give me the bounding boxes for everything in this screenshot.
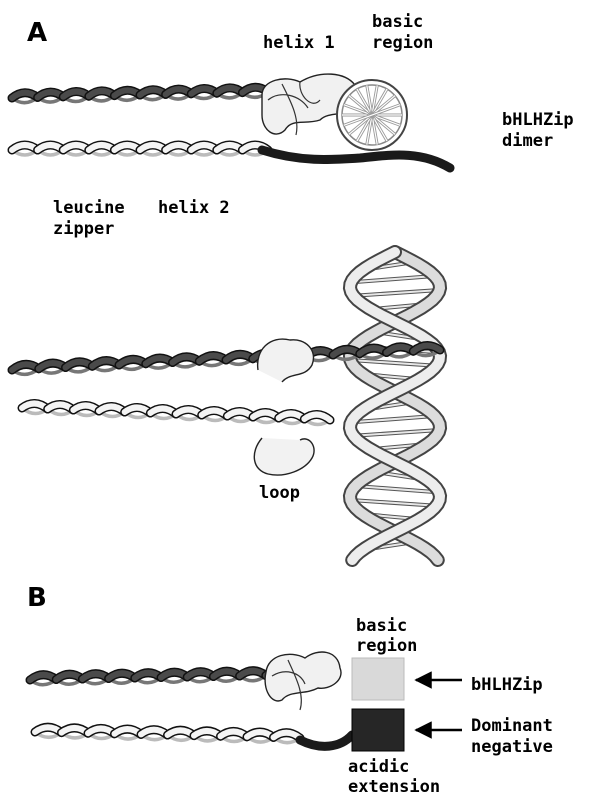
label-helix-2: helix 2 [158,198,230,218]
label-basic-region-a-line2: region [372,33,433,53]
loop-ribbons [254,339,314,475]
label-leucine-zipper-line1: leucine [53,198,125,218]
dna-bound-dimer-structure [12,252,440,560]
lower-helix-end [262,150,450,168]
label-dominant-negative-line2: negative [471,737,553,757]
acidic-extension-box [352,709,404,751]
dna-double-helix [350,252,440,560]
label-dominant-negative-line1: Dominant [471,716,553,736]
dark-helix-top [12,87,268,102]
panel-a-letter: A [27,18,47,48]
free-dimer-structure [12,74,450,168]
label-loop: loop [259,483,300,503]
label-basic-region-b-line2: region [356,636,417,656]
label-basic-region-a-line1: basic [372,12,423,32]
label-dimer-line2: dimer [502,131,553,151]
light-helix-b [35,727,300,742]
dna-end-on-view [337,80,407,150]
panel-b-letter: B [27,583,47,613]
label-basic-region-b-line1: basic [356,616,407,636]
label-acidic-extension-line1: acidic [348,757,409,777]
label-helix-1: helix 1 [263,33,335,53]
light-helix-top [12,145,268,155]
light-helix-bound [22,403,330,424]
panel-b-structure [30,652,462,751]
label-leucine-zipper-line2: zipper [53,219,114,239]
label-dimer-line1: bHLHZip [502,110,574,130]
label-bhlhzip: bHLHZip [471,675,543,695]
basic-region-box [352,658,404,700]
dark-helix-b [30,670,292,685]
label-acidic-extension-line2: extension [348,777,440,797]
